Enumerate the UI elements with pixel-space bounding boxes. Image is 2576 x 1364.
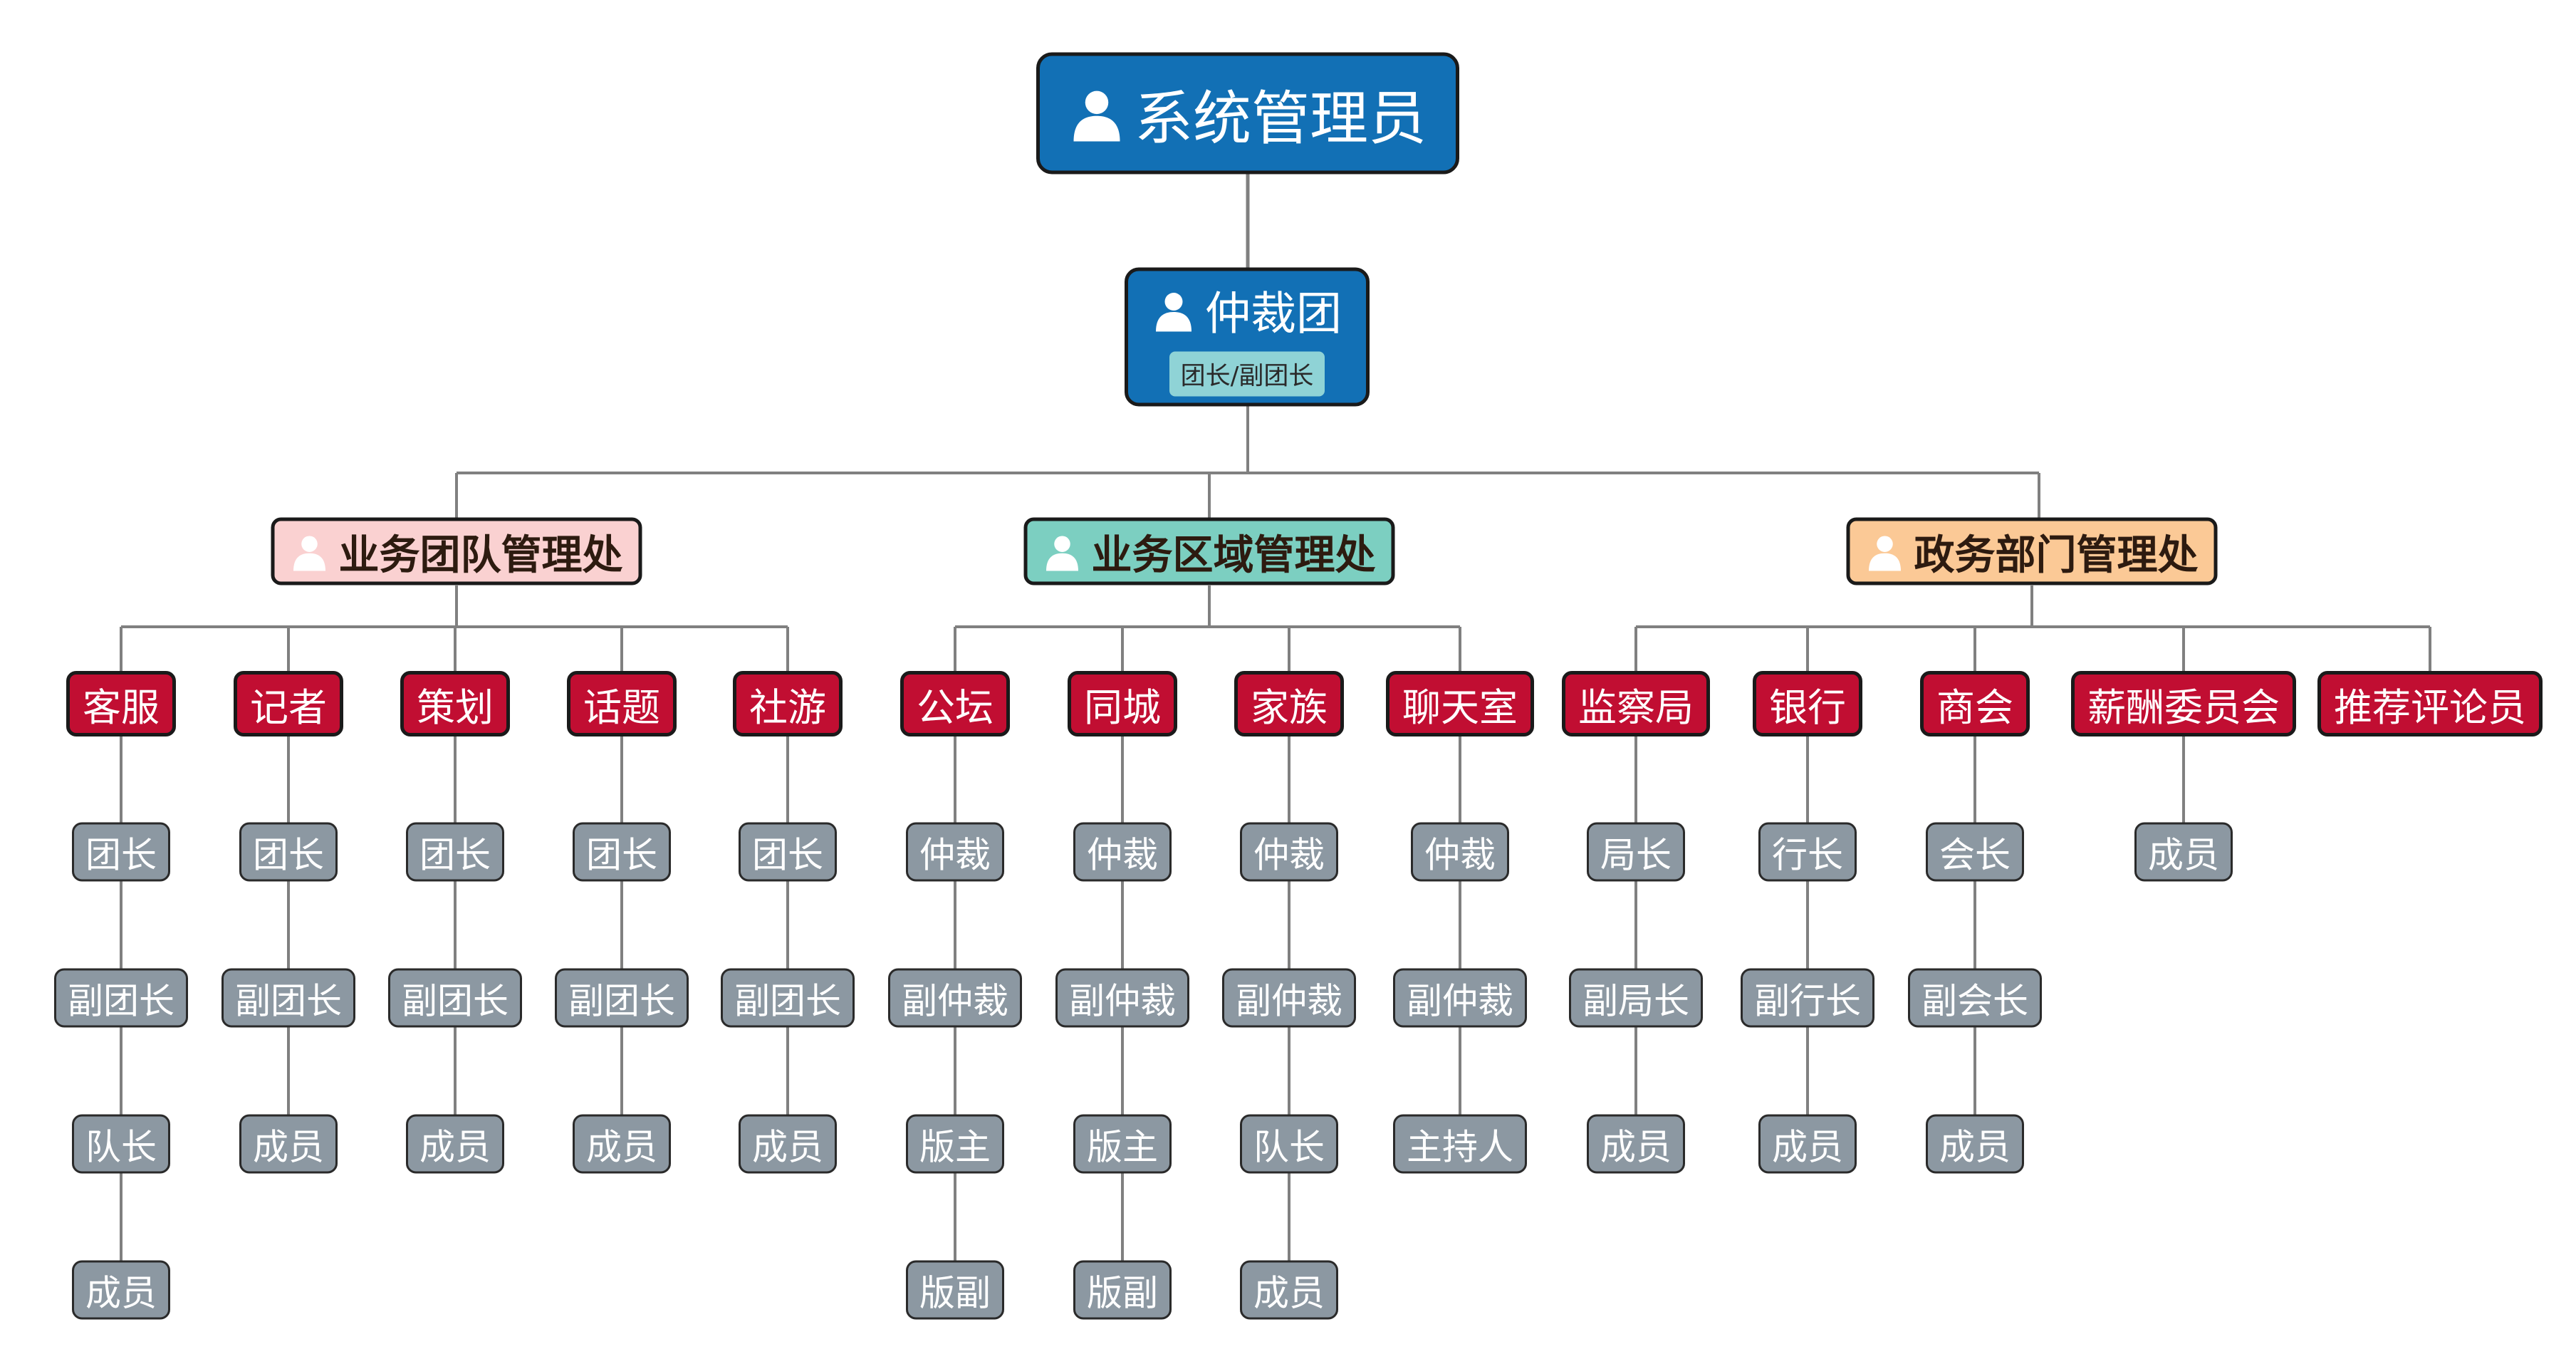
role-node[interactable]: 团长 [573, 822, 671, 882]
role-node[interactable]: 行长 [1758, 822, 1857, 882]
role-node[interactable]: 副团长 [54, 968, 188, 1028]
root-label: 系统管理员 [1134, 85, 1427, 153]
root-node-system-admin[interactable]: 系统管理员 [1036, 52, 1459, 175]
role-node[interactable]: 版副 [906, 1260, 1004, 1320]
role-node[interactable]: 成员 [1758, 1114, 1857, 1174]
arbitration-label: 仲裁团 [1205, 288, 1342, 341]
role-node[interactable]: 仲裁 [1411, 822, 1509, 882]
category-node[interactable]: 聊天室 [1386, 671, 1534, 736]
role-node[interactable]: 副行长 [1741, 968, 1874, 1028]
dept-node-business-area[interactable]: 业务区域管理处 [1023, 517, 1395, 585]
role-node[interactable]: 副会长 [1908, 968, 2042, 1028]
arbitration-node[interactable]: 仲裁团 团长/副团长 [1125, 267, 1370, 407]
role-node[interactable]: 副团长 [221, 968, 355, 1028]
role-node[interactable]: 队长 [72, 1114, 170, 1174]
role-node[interactable]: 副仲裁 [1393, 968, 1527, 1028]
category-node[interactable]: 记者 [234, 671, 343, 736]
arbitration-badge: 团长/副团长 [1169, 351, 1325, 397]
role-node[interactable]: 副仲裁 [1222, 968, 1356, 1028]
role-node[interactable]: 成员 [406, 1114, 504, 1174]
role-node[interactable]: 团长 [739, 822, 837, 882]
role-node[interactable]: 团长 [406, 822, 504, 882]
role-node[interactable]: 版主 [1073, 1114, 1172, 1174]
role-node[interactable]: 团长 [72, 822, 170, 882]
role-node[interactable]: 成员 [573, 1114, 671, 1174]
role-node[interactable]: 副团长 [388, 968, 522, 1028]
role-node[interactable]: 局长 [1587, 822, 1685, 882]
role-node[interactable]: 主持人 [1393, 1114, 1527, 1174]
role-node[interactable]: 团长 [239, 822, 338, 882]
role-node[interactable]: 成员 [2134, 822, 2233, 882]
category-node[interactable]: 公坛 [900, 671, 1010, 736]
category-node[interactable]: 薪酬委员会 [2071, 671, 2296, 736]
role-node[interactable]: 版主 [906, 1114, 1004, 1174]
role-node[interactable]: 成员 [1926, 1114, 2024, 1174]
category-node[interactable]: 社游 [733, 671, 843, 736]
role-node[interactable]: 仲裁 [1240, 822, 1338, 882]
role-node[interactable]: 成员 [72, 1260, 170, 1320]
category-node[interactable]: 策划 [400, 671, 510, 736]
user-icon [1069, 85, 1125, 141]
role-node[interactable]: 成员 [1240, 1260, 1338, 1320]
category-node[interactable]: 同城 [1068, 671, 1177, 736]
role-node[interactable]: 副仲裁 [1055, 968, 1189, 1028]
category-node[interactable]: 商会 [1920, 671, 2030, 736]
category-node[interactable]: 监察局 [1562, 671, 1710, 736]
role-node[interactable]: 副团长 [555, 968, 689, 1028]
role-node[interactable]: 会长 [1926, 822, 2024, 882]
dept-node-government[interactable]: 政务部门管理处 [1846, 517, 2218, 585]
user-icon [1043, 532, 1082, 571]
user-icon [1152, 289, 1195, 332]
role-node[interactable]: 仲裁 [1073, 822, 1172, 882]
category-node[interactable]: 话题 [567, 671, 677, 736]
dept-node-business-team[interactable]: 业务团队管理处 [271, 517, 642, 585]
category-node[interactable]: 家族 [1234, 671, 1344, 736]
category-node[interactable]: 客服 [66, 671, 176, 736]
category-node[interactable]: 银行 [1753, 671, 1862, 736]
role-node[interactable]: 版副 [1073, 1260, 1172, 1320]
role-node[interactable]: 成员 [239, 1114, 338, 1174]
dept-label: 政务部门管理处 [1914, 531, 2199, 578]
category-node[interactable]: 推荐评论员 [2317, 671, 2543, 736]
dept-label: 业务区域管理处 [1091, 531, 1376, 578]
dept-label: 业务团队管理处 [338, 531, 623, 578]
user-icon [1866, 532, 1904, 571]
role-node[interactable]: 副团长 [721, 968, 855, 1028]
role-node[interactable]: 副仲裁 [888, 968, 1022, 1028]
role-node[interactable]: 副局长 [1569, 968, 1703, 1028]
role-node[interactable]: 队长 [1240, 1114, 1338, 1174]
role-node[interactable]: 成员 [739, 1114, 837, 1174]
role-node[interactable]: 成员 [1587, 1114, 1685, 1174]
user-icon [291, 532, 329, 571]
role-node[interactable]: 仲裁 [906, 822, 1004, 882]
